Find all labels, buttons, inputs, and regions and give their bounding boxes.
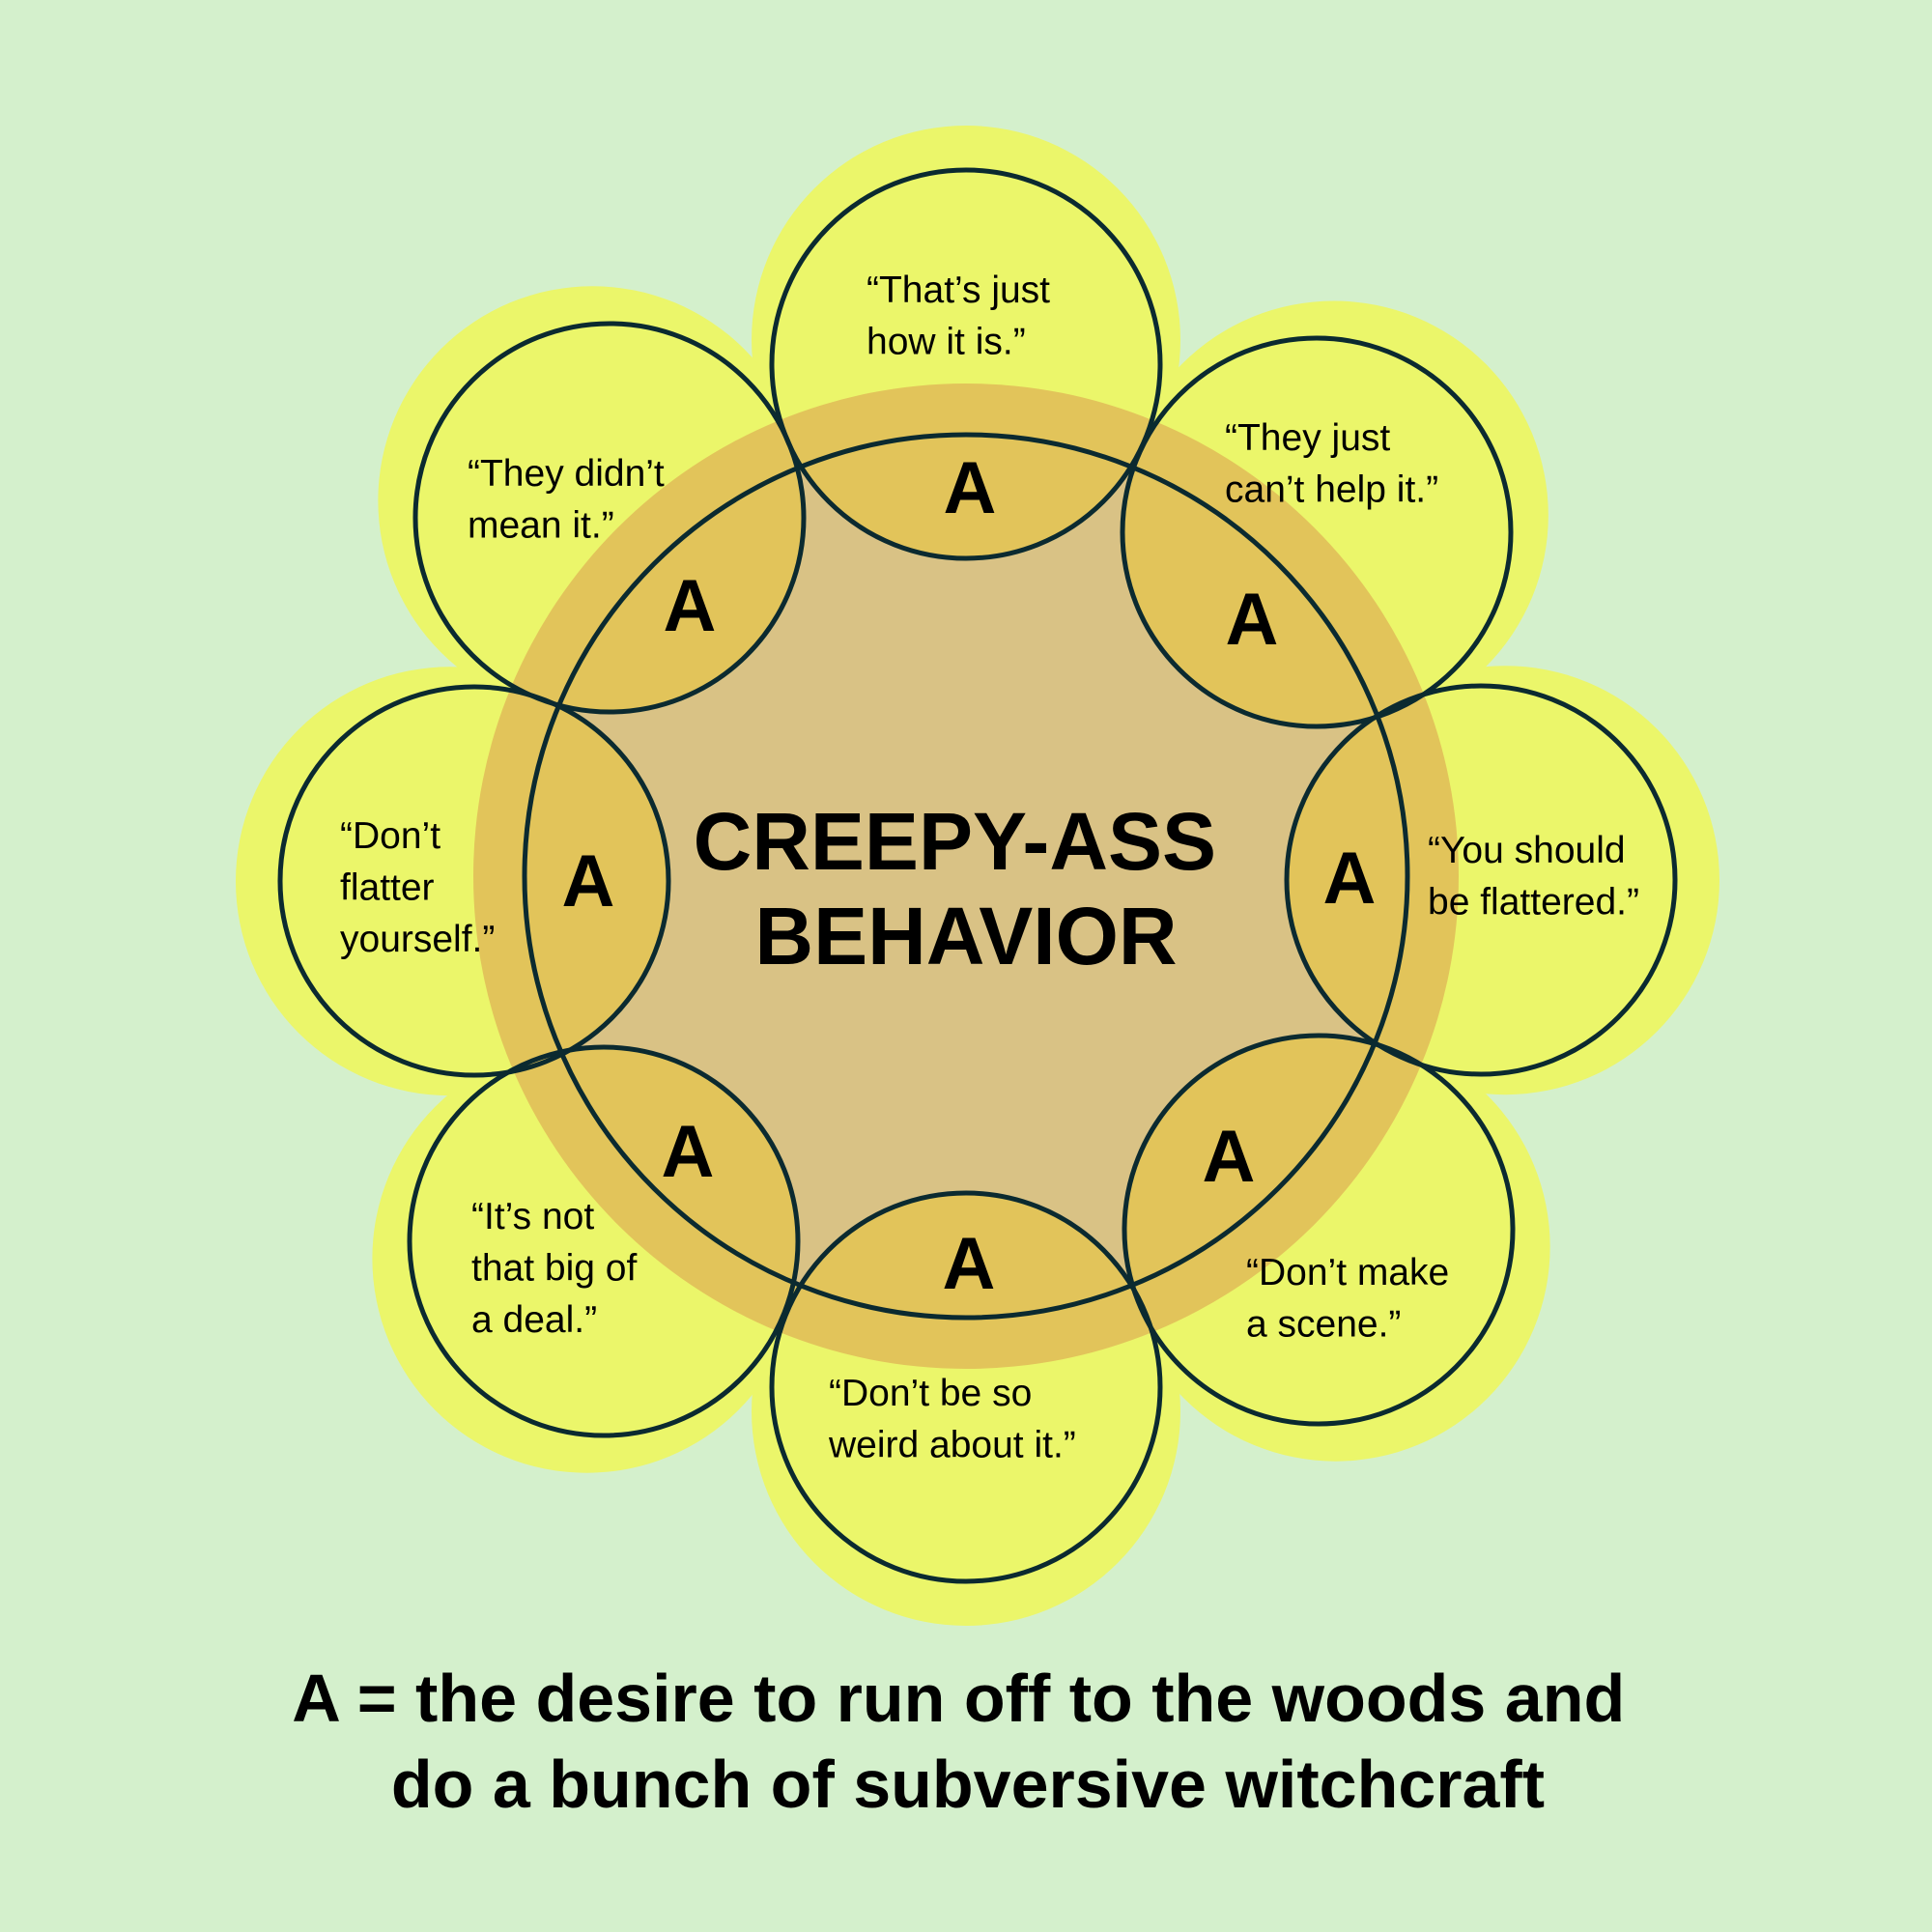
intersection-lens-top: [772, 435, 1160, 558]
quote-top-left: “They didn’t mean it.”: [468, 453, 665, 547]
intersection-labels: A A A A A A A A: [562, 447, 1377, 1305]
quote-line: be flattered.”: [1428, 882, 1639, 923]
petal-circle-top-left: [412, 321, 807, 715]
quote-right: “You should be flattered.”: [1428, 830, 1639, 923]
petal-circle-top: [769, 167, 1163, 561]
quote-line: “Don’t be so: [829, 1373, 1032, 1414]
quote-left: “Don’t flatter yourself.”: [340, 815, 495, 960]
quote-line: “You should: [1428, 830, 1626, 871]
circle-outlines: [277, 167, 1678, 1584]
quote-line: can’t help it.”: [1225, 469, 1438, 511]
quote-line: “They just: [1225, 417, 1390, 459]
quote-line: flatter: [340, 867, 435, 909]
intersection-label-top-left: A: [664, 565, 717, 647]
caption-line-2: do a bunch of subversive witchcraft: [391, 1747, 1545, 1822]
intersection-label-bottom-left: A: [662, 1111, 715, 1193]
center-circle-outline: [522, 432, 1410, 1321]
intersection-label-top: A: [944, 447, 997, 529]
intersection-label-left: A: [562, 840, 615, 923]
petal-circle-bottom-right: [1122, 1033, 1516, 1427]
quote-line: “They didn’t: [468, 453, 665, 495]
quote-bottom-right: “Don’t make a scene.”: [1246, 1252, 1449, 1346]
caption-line-1: A = the desire to run off to the woods a…: [292, 1661, 1625, 1736]
intersection-lens-right: [1287, 686, 1407, 1074]
quote-line: a deal.”: [471, 1299, 597, 1341]
quote-line: a scene.”: [1246, 1304, 1401, 1346]
quote-line: weird about it.”: [828, 1425, 1076, 1466]
petal-fills: [280, 170, 1675, 1581]
quote-top: “That’s just how it is.”: [867, 270, 1050, 363]
quote-line: “Don’t make: [1246, 1252, 1449, 1293]
intersection-lens-bottom: [772, 1193, 1160, 1318]
quote-bottom: “Don’t be so weird about it.”: [828, 1373, 1076, 1466]
petal-circle-top-right: [1120, 335, 1514, 729]
legend-caption: A = the desire to run off to the woods a…: [292, 1661, 1643, 1822]
center-title-line-2: BEHAVIOR: [754, 891, 1177, 981]
intersection-label-right: A: [1323, 838, 1377, 920]
petal-circle-left: [277, 684, 671, 1078]
petal-quotes: “That’s just how it is.” “They just can’t h…: [340, 270, 1639, 1466]
petal-circle-bottom-left: [407, 1044, 801, 1438]
intersection-lens-left: [525, 687, 668, 1075]
quote-line: “It’s not: [471, 1196, 594, 1237]
center-title: CREEPY-ASS BEHAVIOR: [694, 796, 1239, 981]
center-title-line-1: CREEPY-ASS: [694, 796, 1217, 887]
quote-line: how it is.”: [867, 322, 1026, 363]
quote-line: “Don’t: [340, 815, 440, 857]
intersection-label-bottom: A: [943, 1223, 996, 1305]
quote-line: yourself.”: [340, 919, 495, 960]
quote-line: that big of: [471, 1248, 637, 1290]
intersection-label-bottom-right: A: [1203, 1116, 1256, 1198]
quote-top-right: “They just can’t help it.”: [1225, 417, 1438, 511]
quote-line: mean it.”: [468, 505, 614, 547]
petal-circle-right: [1284, 683, 1678, 1077]
intersection-label-top-right: A: [1226, 579, 1279, 661]
quote-line: “That’s just: [867, 270, 1050, 311]
petal-circle-bottom: [769, 1190, 1163, 1584]
quote-bottom-left: “It’s not that big of a deal.”: [471, 1196, 637, 1341]
